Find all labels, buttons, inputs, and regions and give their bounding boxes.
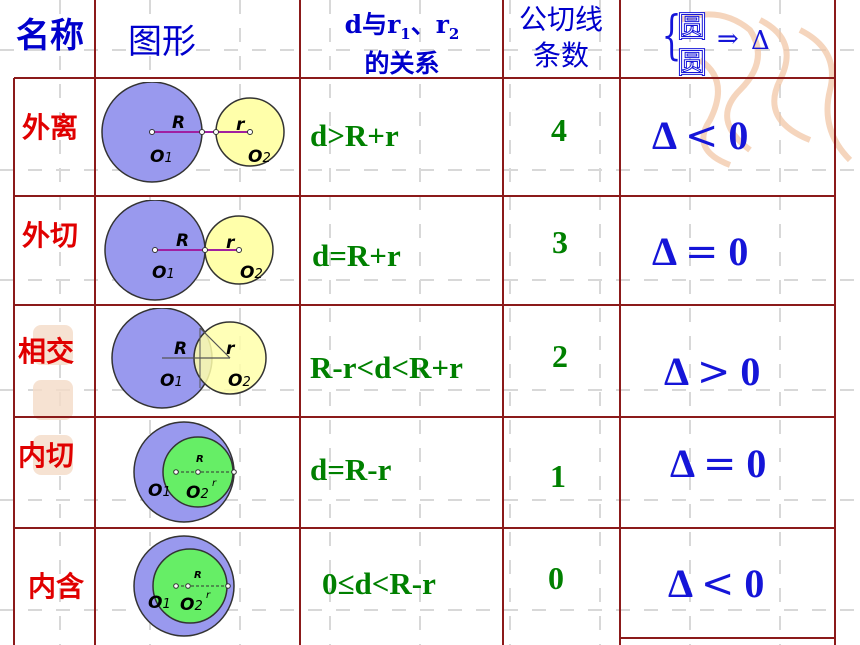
row-count-contain: 0: [548, 560, 564, 596]
row-count-internal-tangent: 1: [550, 458, 566, 494]
figure-intersect: R r O1 O2: [111, 308, 267, 409]
svg-text:R: R: [176, 231, 189, 251]
svg-text:O2: O2: [240, 263, 263, 283]
row-name-internal-tangent: 内切: [18, 439, 75, 472]
row-name-intersect: 相交: [18, 335, 75, 368]
row-name-separate: 外离: [22, 111, 79, 144]
brace-icon: {: [661, 6, 682, 66]
row-name-external-tangent: 外切: [22, 219, 79, 252]
figure-separate: R r O1 O2: [101, 82, 285, 183]
row-disc-separate: Δ < 0: [652, 113, 749, 159]
svg-text:O2: O2: [228, 371, 251, 391]
row-disc-contain: Δ < 0: [668, 561, 765, 607]
svg-text:R: R: [174, 339, 187, 359]
row-relation-external-tangent: d=R+r: [312, 238, 401, 273]
row-relation-contain: 0≤d<R-r: [322, 566, 436, 601]
svg-text:r: r: [236, 115, 246, 135]
row-disc-external-tangent: Δ = 0: [652, 229, 749, 275]
svg-text:r: r: [226, 339, 236, 359]
header-tangent-count: 公切线条数: [518, 3, 603, 72]
row-count-intersect: 2: [552, 338, 568, 374]
row-relation-intersect: R-r<d<R+r: [310, 350, 463, 385]
watermark-small: [33, 325, 73, 475]
row-disc-intersect: Δ > 0: [664, 349, 761, 395]
header-name: 名称: [16, 16, 84, 56]
row-count-external-tangent: 3: [552, 224, 568, 260]
row-disc-internal-tangent: Δ = 0: [670, 441, 767, 487]
figure-internal-tangent: R r O1 O2: [133, 421, 237, 523]
figure-contain: R r O1 O2: [133, 535, 235, 637]
row-count-separate: 4: [551, 112, 567, 148]
header-figure: 图形: [128, 22, 196, 62]
svg-text:O1: O1: [152, 263, 175, 283]
row-relation-internal-tangent: d=R-r: [310, 452, 392, 487]
svg-text:r: r: [212, 478, 217, 489]
svg-text:O2: O2: [180, 595, 203, 615]
implies-arrow-icon: ⇒: [717, 24, 739, 54]
svg-text:R: R: [194, 570, 202, 581]
svg-text:R: R: [172, 113, 185, 133]
header-relation: d与r1、r2 的关系: [344, 10, 460, 78]
row-relation-separate: d>R+r: [310, 118, 399, 153]
figure-external-tangent: R r O1 O2: [104, 200, 274, 301]
svg-text:O2: O2: [186, 483, 209, 503]
svg-text:r: r: [206, 590, 211, 601]
row-name-contain: 内含: [28, 570, 85, 603]
svg-text:O2: O2: [248, 147, 271, 167]
svg-text:O1: O1: [148, 481, 171, 501]
svg-text:R: R: [196, 454, 204, 465]
svg-text:O1: O1: [150, 147, 173, 167]
svg-text:O1: O1: [160, 371, 183, 391]
svg-text:O1: O1: [148, 593, 171, 613]
header-discriminant: { 圆 圆 ⇒ Δ: [661, 6, 770, 82]
svg-text:r: r: [226, 233, 236, 253]
